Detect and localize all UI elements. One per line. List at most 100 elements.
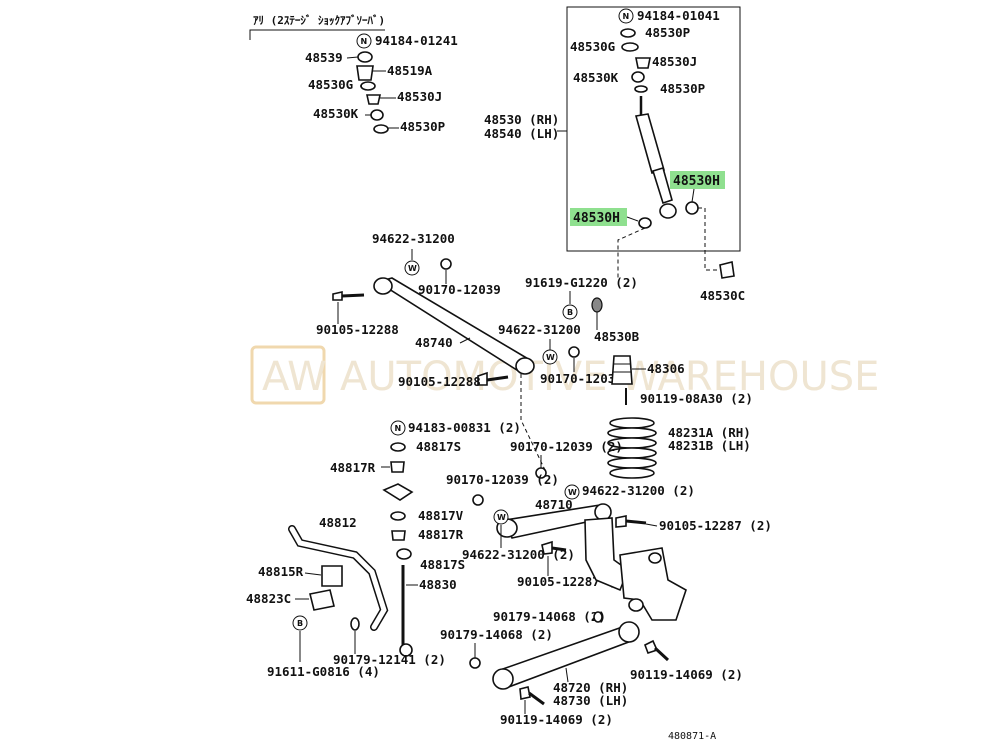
label-90119-08A30: 90119-08A30 (2) — [640, 391, 753, 406]
bolt-90105-12288-a — [332, 291, 343, 301]
watermark: AW AUTOMOTIVE WAREHOUSE — [250, 345, 879, 405]
svg-text:B: B — [567, 308, 573, 317]
label-94622-31200-top: 94622-31200 — [372, 231, 455, 246]
highlight-48530H-left — [570, 208, 627, 226]
label-90105-12288-a: 90105-12288 — [316, 322, 399, 337]
label-90170-12039-2b: 90170-12039 (2) — [446, 472, 559, 487]
label-48530J-left: 48530J — [397, 89, 442, 104]
label-90105-12287-a: 90105-12287 (2) — [659, 518, 772, 533]
label-48530G-left: 48530G — [308, 77, 353, 92]
label-48730-lh: 48730 (LH) — [553, 693, 628, 708]
nut-90170-top — [440, 258, 452, 270]
label-90170-12039-2a: 90170-12039 (2) — [510, 439, 623, 454]
bolt-90119-14069-a — [643, 639, 659, 655]
watermark-logo: AW — [262, 354, 327, 400]
shock-absorber-eye — [659, 203, 677, 219]
figure-id: 480871-A — [668, 731, 716, 742]
bolt-90105-12287-b — [541, 540, 553, 555]
label-94622-31200-2: 94622-31200 (2) — [582, 483, 695, 498]
label-48530B: 48530B — [594, 329, 640, 344]
shock-absorber-assembly: N 94184-01041 48530P 48530G 48530J 48530… — [484, 8, 725, 280]
part-48530B — [591, 297, 603, 313]
label-48812: 48812 — [319, 515, 357, 530]
label-48530H-left: 48530H — [573, 211, 620, 226]
label-90170-12039-mid: 90170-12039 — [540, 371, 623, 386]
axle-bracket — [584, 517, 687, 621]
left-shock-parts: N 94184-01241 48539 48519A 48530G 48530J… — [305, 33, 458, 134]
svg-text:W: W — [546, 353, 555, 362]
part-48519A — [356, 65, 374, 81]
part-48817R-b — [391, 530, 406, 541]
label-48817S-b: 48817S — [420, 557, 465, 572]
upper-control-arm: 94622-31200 W 90170-12039 90105-12288 48… — [316, 231, 623, 471]
label-48530K-left: 48530K — [313, 106, 359, 121]
bracket-lower — [619, 547, 687, 621]
bump-stopper: 48306 90119-08A30 (2) — [611, 355, 753, 406]
variant-bracket — [249, 29, 385, 40]
part-48817S-a — [390, 442, 406, 452]
label-94184-01241: 94184-01241 — [375, 33, 458, 48]
part-48530P-box-2 — [634, 85, 648, 93]
part-48306 — [611, 355, 633, 385]
part-48530G-left — [360, 81, 376, 91]
lower-control-arm-front: 90170-12039 (2) 90170-12039 (2) W 94622-… — [446, 439, 772, 589]
bolt-90119-14069-b — [519, 686, 531, 700]
part-48530K-box — [631, 71, 645, 83]
part-48530J-left — [366, 94, 381, 105]
coil-spring: 48231A (RH) 48231B (LH) — [607, 417, 751, 479]
label-48530C: 48530C — [700, 288, 745, 303]
label-48530H-right: 48530H — [673, 174, 720, 189]
label-48540-lh: 48540 (LH) — [484, 126, 559, 141]
bolt-90105-12288-b — [477, 371, 488, 386]
part-48817V — [390, 511, 406, 521]
lower-control-arm-rear: 90179-14068 (2) 90179-14068 (2) 90119-14… — [440, 609, 743, 727]
label-90119-14069-a: 90119-14069 (2) — [630, 667, 743, 682]
bolt-90105-12287-a — [615, 515, 627, 528]
svg-text:B: B — [297, 619, 303, 628]
label-48710: 48710 — [535, 497, 573, 512]
label-94184-01041: 94184-01041 — [637, 8, 720, 23]
label-48530J-box: 48530J — [652, 54, 697, 69]
label-48817V: 48817V — [418, 508, 464, 523]
part-48530H-right — [685, 201, 699, 215]
stabilizer-bar: 48812 48815R 48823C B 91611-G0816 (4) — [246, 515, 389, 679]
label-48830: 48830 — [419, 577, 457, 592]
n-marker — [618, 8, 634, 24]
variant-title: ｱﾘ (2ｽﾃｰｼﾞ ｼｮｯｸｱﾌﾞｿｰﾊﾞ) — [253, 13, 385, 27]
label-90105-12288-b: 90105-12288 — [398, 374, 481, 389]
label-48530P-box-2: 48530P — [660, 81, 705, 96]
label-48817S-a: 48817S — [416, 439, 461, 454]
label-90119-14069-b: 90119-14069 (2) — [500, 712, 613, 727]
label-91619-G1220: 91619-G1220 (2) — [525, 275, 638, 290]
part-48539 — [357, 51, 373, 63]
label-48817R-a: 48817R — [330, 460, 376, 475]
label-48530-rh: 48530 (RH) — [484, 112, 559, 127]
label-91611-G0816: 91611-G0816 (4) — [267, 664, 380, 679]
highlight-48530H-right — [670, 171, 725, 189]
label-48740: 48740 — [415, 335, 453, 350]
label-48817R-b: 48817R — [418, 527, 464, 542]
part-48530P-box-1 — [620, 28, 636, 38]
label-90179-12141: 90179-12141 (2) — [333, 652, 446, 667]
part-48530G-box — [621, 42, 639, 52]
label-48530G-box: 48530G — [570, 39, 615, 54]
label-90179-14068-a: 90179-14068 (2) — [493, 609, 606, 624]
n-marker-text: N — [361, 37, 368, 46]
part-48530K-left — [370, 109, 384, 121]
label-48231B: 48231B (LH) — [668, 438, 751, 453]
label-48231A: 48231A (RH) — [668, 425, 751, 440]
shock-absorber-box — [566, 6, 741, 252]
part-48817R-a — [390, 461, 405, 473]
part-48815R — [321, 565, 343, 587]
part-48530C — [719, 261, 735, 279]
label-48539: 48539 — [305, 50, 343, 65]
svg-text:W: W — [408, 264, 417, 273]
label-48815R: 48815R — [258, 564, 304, 579]
label-48530K-box: 48530K — [573, 70, 619, 85]
label-48720-rh: 48720 (RH) — [553, 680, 628, 695]
label-48530P-box-1: 48530P — [645, 25, 690, 40]
part-48823C — [309, 589, 335, 611]
label-90170-12039-top: 90170-12039 — [418, 282, 501, 297]
watermark-text: AUTOMOTIVE WAREHOUSE — [340, 354, 879, 400]
